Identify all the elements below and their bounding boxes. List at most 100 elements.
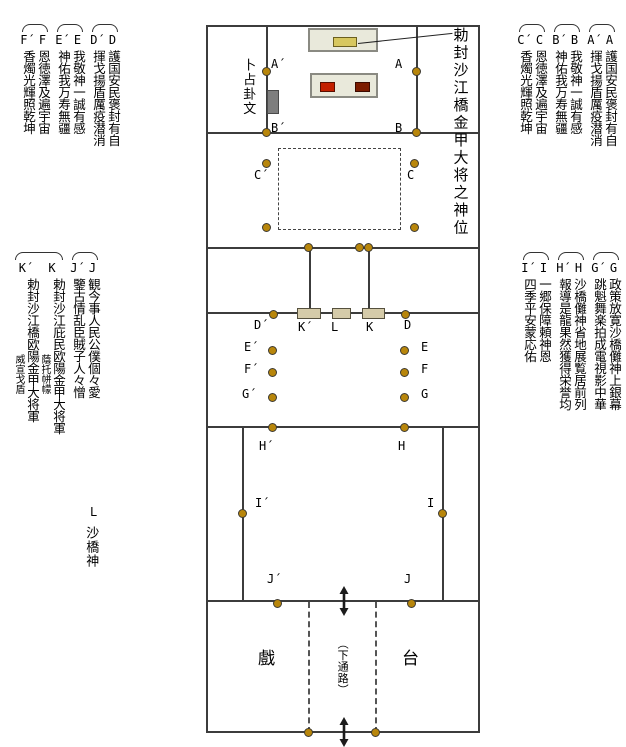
couplet-text: 我敬神一誠有感 [568,50,583,134]
couplet-text: 鑒古情乱臣賊子人々憎 [71,278,86,398]
pair-column-row: 神佑我万寿無疆我敬神一誠有感 [552,50,583,134]
point-letter-heading: B [570,33,579,47]
couplet-column: 香燭光輝照乾坤 [20,50,36,134]
point-letter-heading: F [38,33,47,47]
marker-dot [412,67,421,76]
pair-brace [593,252,619,260]
pair-brace [558,252,584,260]
couplet-column: 跳魁舞楽拍成電視影中華 [591,278,607,410]
point-letter-heading: A´ [587,33,602,47]
marker-dot [400,423,409,432]
marker-dot [410,223,419,232]
point-letter-heading: J´ [70,261,85,275]
couplet-text: 勅封沙江庇民欧陽金甲大将軍 [51,278,66,434]
point-label: F´ [244,362,259,376]
couplet-column: 我敬神一誠有感 [567,50,583,134]
section-divider-line [206,247,480,249]
marker-dot [410,159,419,168]
point-letter-heading: G´ [591,261,606,275]
offering-box-dark-red [355,82,370,92]
point-label: K [366,320,374,334]
marker-dot [304,243,313,252]
point-label: G´ [242,387,257,401]
couplet-text: 揮戈揚盾厲疫潜消 [588,50,603,146]
point-letter-heading: A [605,33,614,47]
point-label: I [427,496,435,510]
pair-brace [22,24,48,32]
point-letter-heading: E [73,33,82,47]
point-label: B [395,121,403,135]
marker-dot [269,310,278,319]
pair-letter-row: H´H [556,262,586,275]
couplet-column: 揮戈揚盾厲疫潜消 [587,50,603,146]
marker-dot [262,159,271,168]
couplet-column: 護国安民褒封有自 [602,50,618,146]
couplet-column: 一郷保障頼神恩 [536,278,552,362]
couplet-column: 威宣戈盾勅封沙江橋欧陽金甲大将軍 [13,278,40,434]
stage-label-left: 戲 [258,649,275,669]
point-label: D´ [254,318,269,332]
couplet-text: 揮戈揚盾厲疫潜消 [91,50,106,146]
point-label: A [395,57,403,71]
couplet-text: 我敬神一誠有感 [71,50,86,134]
couplet-text: 香燭光輝照乾坤 [21,50,36,134]
couplet-text: 観今事人民公僕個々愛 [86,278,101,398]
point-letter-heading: C [535,33,544,47]
couplet-column: 揮戈揚盾厲疫潜消 [90,50,106,146]
couplet-text: 沙橋儺神省地展覧居前列 [572,278,587,410]
couplet-text: 勅封沙江橋欧陽金甲大将軍 [25,278,40,422]
point-label: B´ [271,121,286,135]
passage-label: （下通路） [336,638,350,696]
pair-letter-row: C´C [517,34,547,47]
point-label: C [407,168,415,182]
pair-letter-row: G´G [591,262,621,275]
point-letter-heading: I [539,261,548,275]
couplet-column: 沙橋儺神省地展覧居前列 [571,278,587,410]
pair-letter-row: D´D [90,34,120,47]
pair-column-row: 香燭光輝照乾坤恩徳澤及遍宇宙 [20,50,51,134]
offering-box-red [320,82,335,92]
marker-dot [364,243,373,252]
couplet-column: 四季平安蒙応佑 [521,278,537,362]
marker-dot [238,509,247,518]
section-divider-line [206,426,480,428]
couplet-text: 香燭光輝照乾坤 [518,50,533,134]
passage-dashed-line [375,602,377,733]
point-letter-heading: K´ [18,261,34,275]
pair-brace [57,24,83,32]
couplet-text: 恩徳澤及遍宇宙 [533,50,548,134]
pair-column-row: 跳魁舞楽拍成電視影中華政策放寛沙橋儺神上銀幕 [591,278,622,410]
deity-tablet-box [333,37,357,47]
pair-column-row: 報導是龍果然獲得栄誉均沙橋儺神省地展覧居前列 [556,278,587,410]
couplet-column: 護国安民褒封有自 [105,50,121,146]
couplet-text: 神佑我万寿無疆 [553,50,568,134]
point-letter-heading: G [609,261,618,275]
point-label: G [421,387,429,401]
point-label: A´ [271,57,286,71]
bench-box-l [332,308,351,319]
couplet-column: 報導是龍果然獲得栄誉均 [556,278,572,410]
point-letter-heading: I´ [521,261,536,275]
couplet-column: 鑒古情乱臣賊子人々憎 [70,278,86,398]
couplet-pair: G´G 跳魁舞楽拍成電視影中華政策放寛沙橋儺神上銀幕 [591,252,622,410]
point-label: D [404,318,412,332]
pair-column-row: 鑒古情乱臣賊子人々憎観今事人民公僕個々愛 [70,278,101,398]
point-label: H [398,439,406,453]
pair-brace [554,24,580,32]
dashed-shrine-outline [278,148,401,230]
point-letter-heading: C´ [517,33,532,47]
marker-dot [400,368,409,377]
couplet-pair: D´D 揮戈揚盾厲疫潜消護国安民褒封有自 [90,24,121,146]
point-letter-heading: E´ [55,33,70,47]
pair-column-row: 神佑我万寿無疆我敬神一誠有感 [55,50,86,134]
divination-stand-box [267,90,279,114]
marker-dot [262,223,271,232]
marker-dot [412,128,421,137]
pair-column-row: 四季平安蒙応佑一郷保障頼神恩 [521,278,552,362]
couplet-column: 神佑我万寿無疆 [55,50,71,134]
